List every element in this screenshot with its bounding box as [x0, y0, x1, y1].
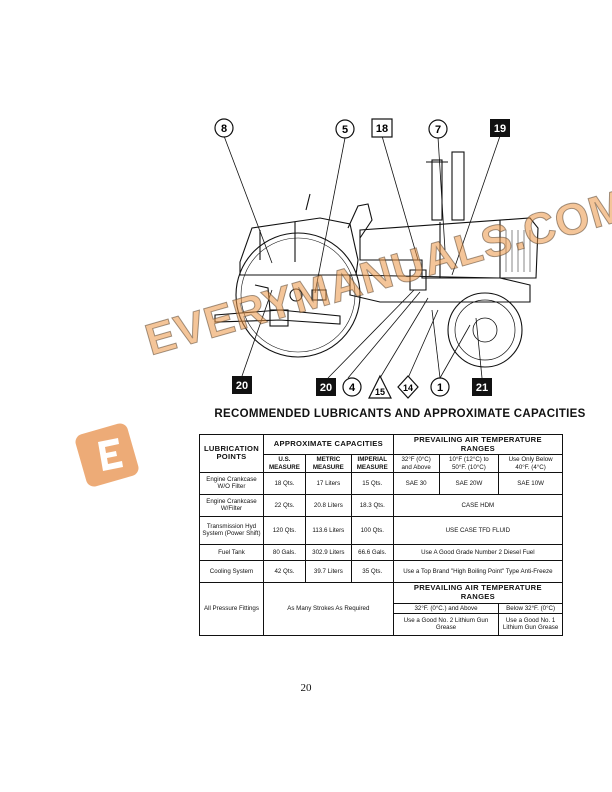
callout-5: 5 [335, 119, 355, 139]
header-temp-2: 10°F (12°C) to 50°F. (10°C) [438, 454, 500, 473]
header-temp-3: Use Only Below 40°F. (4°C) [498, 454, 563, 473]
page-title: RECOMMENDED LUBRICANTS AND APPROXIMATE C… [214, 408, 586, 420]
callout-8: 8 [214, 118, 234, 138]
table-row: Transmission Hyd System (Power Shift) 12… [199, 515, 564, 545]
svg-text:19: 19 [494, 123, 506, 135]
front-wheel [447, 292, 523, 368]
header-temp-1: 32°F (0°C) and Above [392, 454, 440, 473]
svg-text:18: 18 [376, 123, 388, 135]
table-row: Use a Good No. 2 Lithium Gun Grease Use … [200, 612, 563, 636]
lubricant-capacity-table: LUBRICATION POINTS APPROXIMATE CAPACITIE… [199, 433, 564, 636]
svg-text:15: 15 [375, 387, 385, 397]
table-row: 32°F. (0°C.) and Above Below 32°F. (0°C) [200, 602, 563, 614]
header-approximate-capacities: APPROXIMATE CAPACITIES [262, 433, 394, 456]
svg-text:7: 7 [435, 124, 441, 136]
svg-text:8: 8 [221, 123, 227, 135]
callout-20-left: 20 [232, 376, 252, 394]
table-row: Fuel Tank 80 Gals. 302.9 Liters 66.6 Gal… [199, 543, 564, 561]
callout-20-mid: 20 [316, 378, 336, 396]
header-temperature-ranges: PREVAILING AIR TEMPERATURE RANGES [392, 433, 564, 456]
header-metric-measure: METRIC MEASURE [304, 454, 352, 473]
pressure-temp-header: PREVAILING AIR TEMPERATURE RANGES [392, 581, 564, 604]
callout-19: 19 [490, 119, 510, 137]
header-lubrication-points: LUBRICATION POINTS [199, 434, 264, 473]
callout-18: 18 [371, 118, 393, 138]
svg-text:20: 20 [236, 380, 248, 392]
callout-21: 21 [472, 378, 492, 396]
svg-text:21: 21 [476, 382, 488, 394]
watermark-logo [75, 423, 139, 487]
table-row: Cooling System 42 Qts. 39.7 Liters 35 Qt… [199, 559, 564, 583]
svg-text:20: 20 [320, 382, 332, 394]
table-row: Engine Crankcase W/Filter 22 Qts. 20.8 L… [199, 493, 564, 517]
svg-text:14: 14 [403, 383, 413, 393]
pressure-fittings-label: All Pressure Fittings [199, 581, 264, 636]
svg-text:5: 5 [342, 124, 348, 136]
header-us-measure: U.S. MEASURE [262, 454, 306, 473]
table-row: Engine Crankcase W/O Filter 18 Qts. 17 L… [199, 471, 563, 495]
tractor-diagram: 8 5 18 7 19 20 20 4 15 14 1 21 [214, 118, 539, 399]
page-number: 20 [300, 682, 312, 694]
callout-14: 14 [397, 375, 419, 399]
callout-7: 7 [428, 119, 448, 139]
pressure-fittings-capacity: As Many Strokes As Required [262, 581, 394, 636]
svg-text:4: 4 [349, 382, 356, 394]
callout-15: 15 [368, 374, 392, 399]
svg-text:1: 1 [437, 382, 443, 394]
callout-1: 1 [430, 377, 450, 397]
table-row: All Pressure Fittings As Many Strokes As… [199, 581, 564, 636]
rear-wheel [235, 232, 361, 358]
header-imperial-measure: IMPERIAL MEASURE [350, 454, 394, 473]
callout-4: 4 [342, 377, 362, 397]
